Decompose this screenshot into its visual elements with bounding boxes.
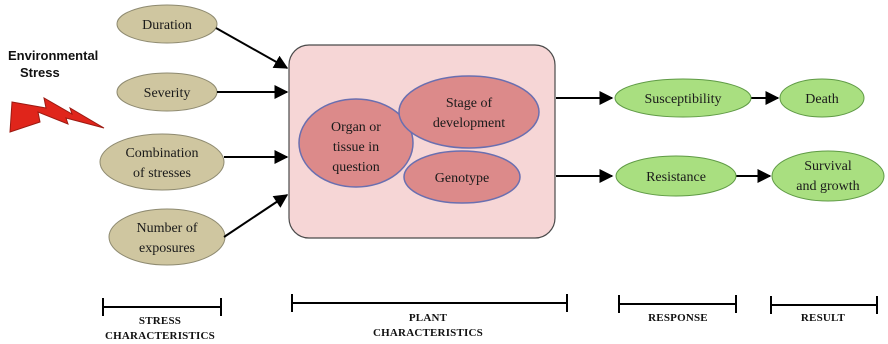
- exposures-label-line1: Number of: [136, 221, 197, 236]
- organ-label-line1: Organ or: [331, 120, 381, 135]
- combination-oval: [99, 133, 225, 191]
- survival-label-line1: Survival: [804, 159, 852, 174]
- exposures-oval: [108, 208, 226, 266]
- stress-caption-line1: STRESS: [139, 315, 181, 327]
- stress-arrows: [215, 27, 289, 238]
- arrow-exposures: [223, 194, 289, 238]
- response-caption: RESPONSE: [648, 312, 708, 324]
- stress-bracket: [102, 298, 222, 316]
- susceptibility-label: Susceptibility: [645, 92, 722, 107]
- environmental-stress: Environmental Stress: [8, 48, 105, 133]
- resistance-label: Resistance: [646, 170, 706, 185]
- response-arrows: [556, 91, 780, 183]
- survival-oval: [771, 150, 885, 202]
- survival-label-line2: and growth: [796, 179, 859, 194]
- environmental-stress-label-line1: Environmental: [8, 48, 98, 63]
- plant-characteristics: Organ or tissue in question Stage of dev…: [288, 44, 556, 239]
- results: Death Survival and growth: [771, 78, 885, 202]
- response-bracket: [618, 295, 737, 313]
- stage-oval: [398, 75, 540, 149]
- combination-label-line1: Combination: [125, 146, 198, 161]
- stress-characteristics: Duration Severity Combination of stresse…: [99, 4, 226, 266]
- organ-label-line3: question: [332, 160, 379, 175]
- category-brackets: [102, 294, 878, 316]
- result-bracket: [770, 296, 878, 314]
- plant-caption-line2: CHARACTERISTICS: [373, 327, 483, 339]
- result-caption: RESULT: [801, 312, 846, 324]
- plant-bracket: [291, 294, 568, 312]
- responses: Susceptibility Resistance: [614, 78, 752, 197]
- lightning-bolt-icon: [9, 97, 105, 133]
- stage-label-line1: Stage of: [446, 96, 493, 111]
- stage-label-line2: development: [433, 116, 505, 131]
- combination-label-line2: of stresses: [133, 166, 191, 181]
- duration-oval: [116, 4, 218, 44]
- severity-label: Severity: [144, 86, 191, 101]
- organ-oval: [298, 98, 414, 188]
- genotype-label: Genotype: [435, 171, 489, 186]
- genotype-oval: [403, 150, 521, 204]
- organ-label-line2: tissue in: [333, 140, 379, 155]
- susceptibility-oval: [614, 78, 752, 118]
- death-label: Death: [805, 92, 838, 107]
- plant-caption-line1: PLANT: [409, 312, 448, 324]
- environmental-stress-label-line2: Stress: [20, 65, 60, 80]
- resistance-oval: [615, 155, 737, 197]
- category-captions: STRESS CHARACTERISTICS PLANT CHARACTERIS…: [105, 312, 846, 342]
- duration-label: Duration: [142, 18, 192, 33]
- exposures-label-line2: exposures: [139, 241, 195, 256]
- arrow-duration: [215, 27, 289, 69]
- stress-caption-line2: CHARACTERISTICS: [105, 330, 215, 342]
- death-oval: [779, 78, 865, 118]
